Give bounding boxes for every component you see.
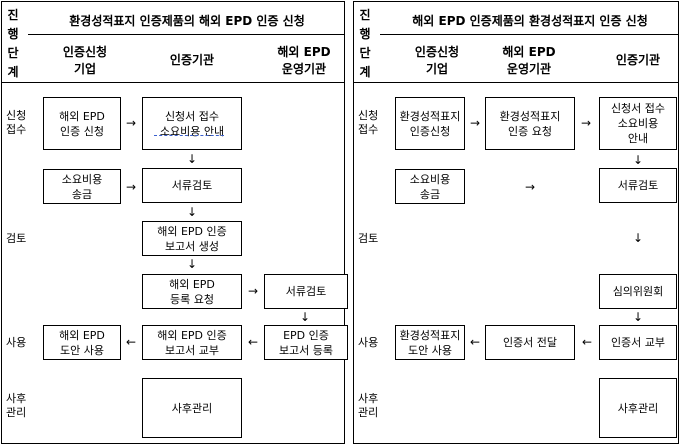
arrow-right: → bbox=[125, 116, 137, 130]
box-report-issuance: 해외 EPD 인증 보고서 교부 bbox=[142, 325, 242, 360]
box-application-receipt: 신청서 접수 소요비용 안내 bbox=[142, 97, 242, 150]
title-divider bbox=[28, 34, 344, 35]
box-fee-remittance: 소요비용 송금 bbox=[395, 169, 465, 204]
box-review-committee: 심의위원회 bbox=[599, 274, 677, 309]
box-report-generation: 해외 EPD 인증 보고서 생성 bbox=[142, 221, 242, 256]
box-label-apply: 환경성적표지 인증신청 bbox=[395, 97, 465, 150]
col-header-epd-operator: 해외 EPD 운영기관 bbox=[502, 45, 556, 76]
right-process-panel: 진 행 단 계 해외 EPD 인증제품의 환경성적표지 인증 신청 인증신청 기… bbox=[353, 1, 679, 444]
arrow-down: ↓ bbox=[186, 152, 198, 166]
arrow-down: ↓ bbox=[186, 257, 198, 271]
box-operator-review: 서류검토 bbox=[264, 274, 348, 309]
arrow-left: ← bbox=[469, 335, 481, 349]
row-label-review: 검토 bbox=[6, 232, 27, 245]
arrow-left: ← bbox=[247, 335, 259, 349]
box-certificate-issuance: 인증서 교부 bbox=[599, 325, 677, 360]
box-registration-request: 해외 EPD 등록 요청 bbox=[142, 274, 242, 309]
row-label-use: 사용 bbox=[6, 336, 27, 349]
box-logo-use: 해외 EPD 도안 사용 bbox=[43, 325, 121, 360]
row-label-application: 신청 접수 bbox=[358, 109, 379, 136]
box-aftercare: 사후관리 bbox=[599, 378, 677, 438]
col-header-applicant: 인증신청 기업 bbox=[62, 45, 108, 76]
left-process-panel: 진 행 단 계 환경성적표지 인증제품의 해외 EPD 인증 신청 인증신청 기… bbox=[1, 1, 348, 444]
row-label-aftercare: 사후 관리 bbox=[358, 392, 379, 419]
arrow-down: ↓ bbox=[186, 205, 198, 219]
row-label-application: 신청 접수 bbox=[6, 109, 27, 136]
arrow-down: ↓ bbox=[632, 153, 644, 167]
stage-header: 진 행 단 계 bbox=[7, 8, 19, 79]
box-document-review: 서류검토 bbox=[142, 168, 242, 203]
box-aftercare: 사후관리 bbox=[142, 378, 242, 438]
row-label-review: 검토 bbox=[358, 232, 379, 245]
box-application-receipt: 신청서 접수 소요비용 안내 bbox=[599, 97, 677, 150]
right-panel-title: 해외 EPD 인증제품의 환경성적표지 인증 신청 bbox=[412, 14, 648, 28]
arrow-right: → bbox=[469, 116, 481, 130]
box-certificate-delivery: 인증서 전달 bbox=[485, 325, 575, 360]
box-report-registration: EPD 인증 보고서 등록 bbox=[264, 325, 348, 360]
arrow-right: → bbox=[580, 116, 592, 130]
row-label-use: 사용 bbox=[358, 336, 379, 349]
arrow-left: ← bbox=[581, 335, 593, 349]
box-fee-remittance: 소요비용 송금 bbox=[43, 169, 121, 204]
col-header-cert-body: 인증기관 bbox=[169, 53, 215, 67]
arrow-right: → bbox=[125, 180, 137, 194]
left-panel-title: 환경성적표지 인증제품의 해외 EPD 인증 신청 bbox=[69, 14, 305, 28]
arrow-right: → bbox=[524, 180, 536, 194]
row-label-aftercare: 사후 관리 bbox=[6, 392, 27, 419]
box-document-review: 서류검토 bbox=[599, 168, 677, 203]
stage-header: 진 행 단 계 bbox=[359, 8, 371, 79]
col-header-applicant: 인증신청 기업 bbox=[414, 45, 460, 76]
arrow-down: ↓ bbox=[632, 310, 644, 324]
box-label-request: 환경성적표지 인증 요청 bbox=[485, 97, 575, 150]
arrow-down: ↓ bbox=[299, 310, 311, 324]
spellcheck-underline bbox=[154, 135, 224, 136]
header-divider bbox=[2, 82, 344, 83]
box-epd-apply: 해외 EPD 인증 신청 bbox=[43, 97, 121, 150]
col-header-epd-operator: 해외 EPD 운영기관 bbox=[277, 45, 331, 76]
title-divider bbox=[380, 34, 678, 35]
arrow-right: → bbox=[247, 284, 259, 298]
col-header-cert-body: 인증기관 bbox=[615, 53, 661, 67]
box-logo-use: 환경성적표지 도안 사용 bbox=[395, 325, 465, 360]
arrow-down: ↓ bbox=[632, 231, 644, 245]
header-divider bbox=[354, 82, 678, 83]
arrow-left: ← bbox=[125, 335, 137, 349]
